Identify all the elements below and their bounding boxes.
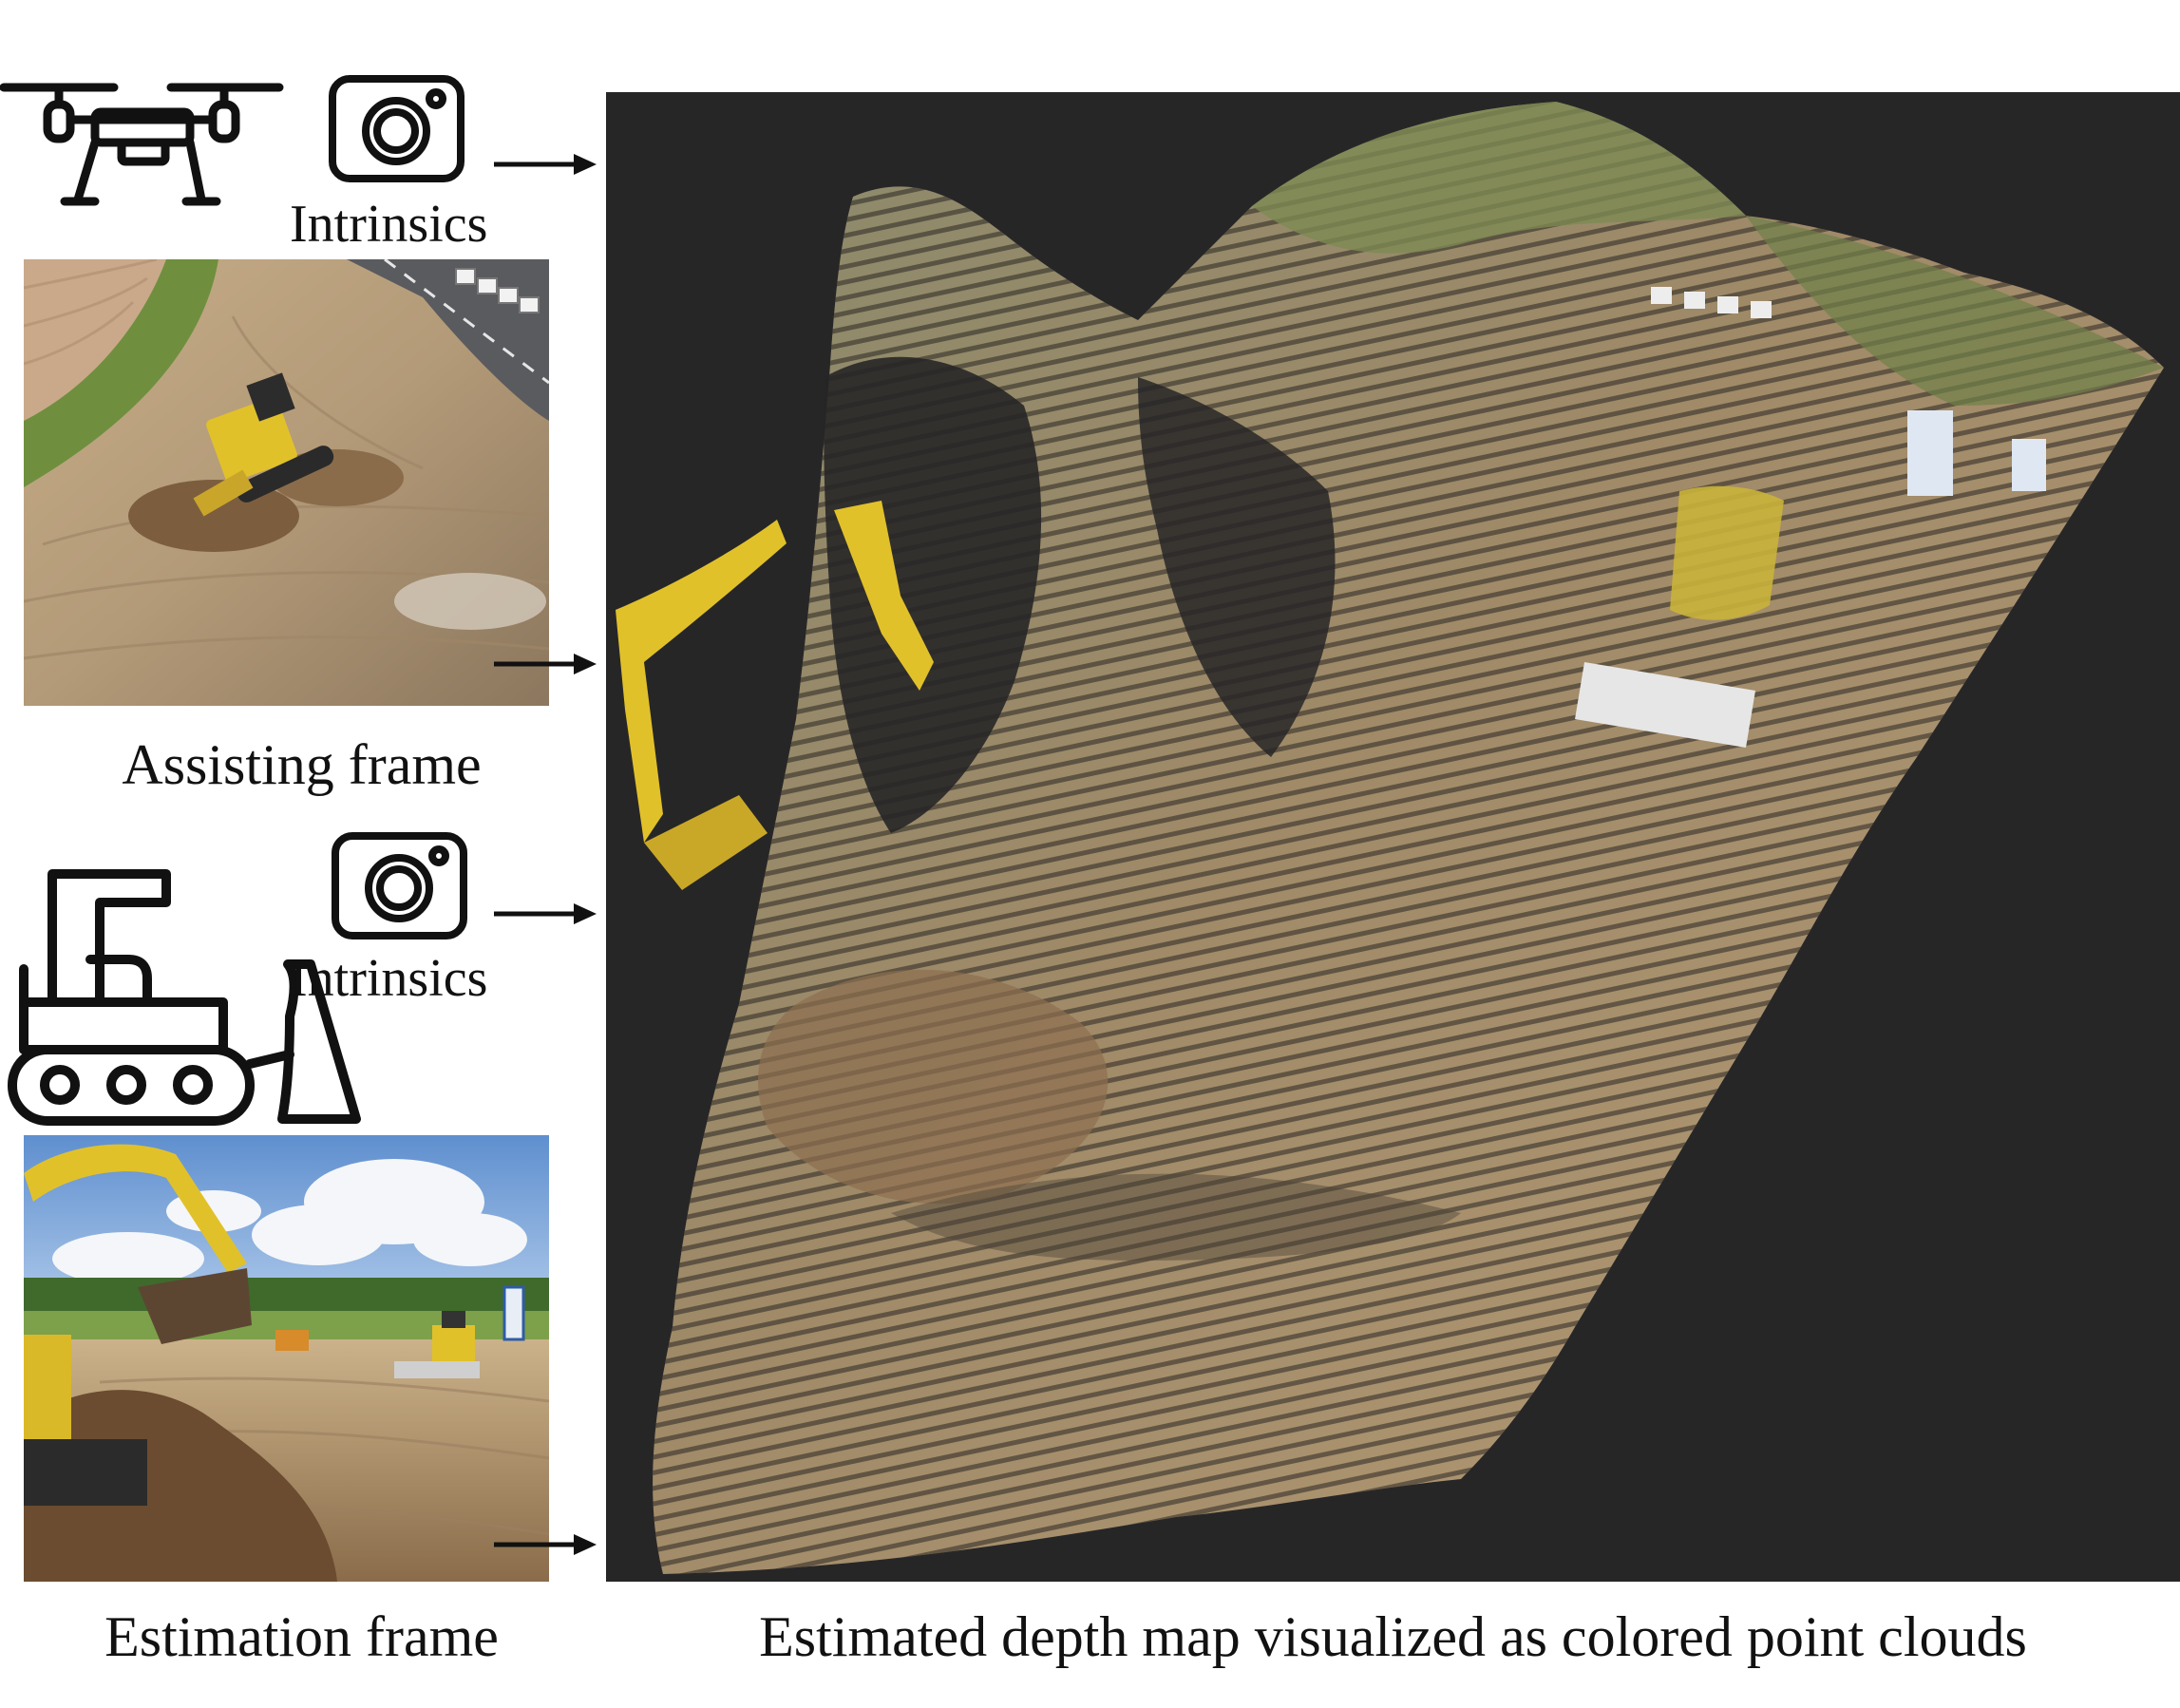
- intrinsics-arrow-bottom: [494, 900, 598, 928]
- assisting-frame-image: [24, 259, 549, 706]
- bulldozer-icon: [5, 864, 366, 1126]
- camera-icon: [328, 74, 465, 183]
- point-cloud-caption: Estimated depth map visualized as colore…: [759, 1605, 2027, 1668]
- camera-icon: [331, 831, 468, 940]
- drone-icon: [0, 76, 285, 214]
- assisting-frame-caption: Assisting frame: [122, 733, 482, 796]
- estimation-frame-caption: Estimation frame: [104, 1605, 499, 1668]
- point-cloud-panel: [606, 92, 2180, 1582]
- assisting-frame-arrow: [494, 650, 598, 678]
- assisting-intrinsics-label: Intrinsics: [290, 195, 488, 254]
- estimation-intrinsics-label: Intrinsics: [290, 949, 488, 1008]
- estimation-frame-image: [24, 1135, 549, 1582]
- intrinsics-arrow-top: [494, 150, 598, 179]
- estimation-frame-arrow: [494, 1530, 598, 1559]
